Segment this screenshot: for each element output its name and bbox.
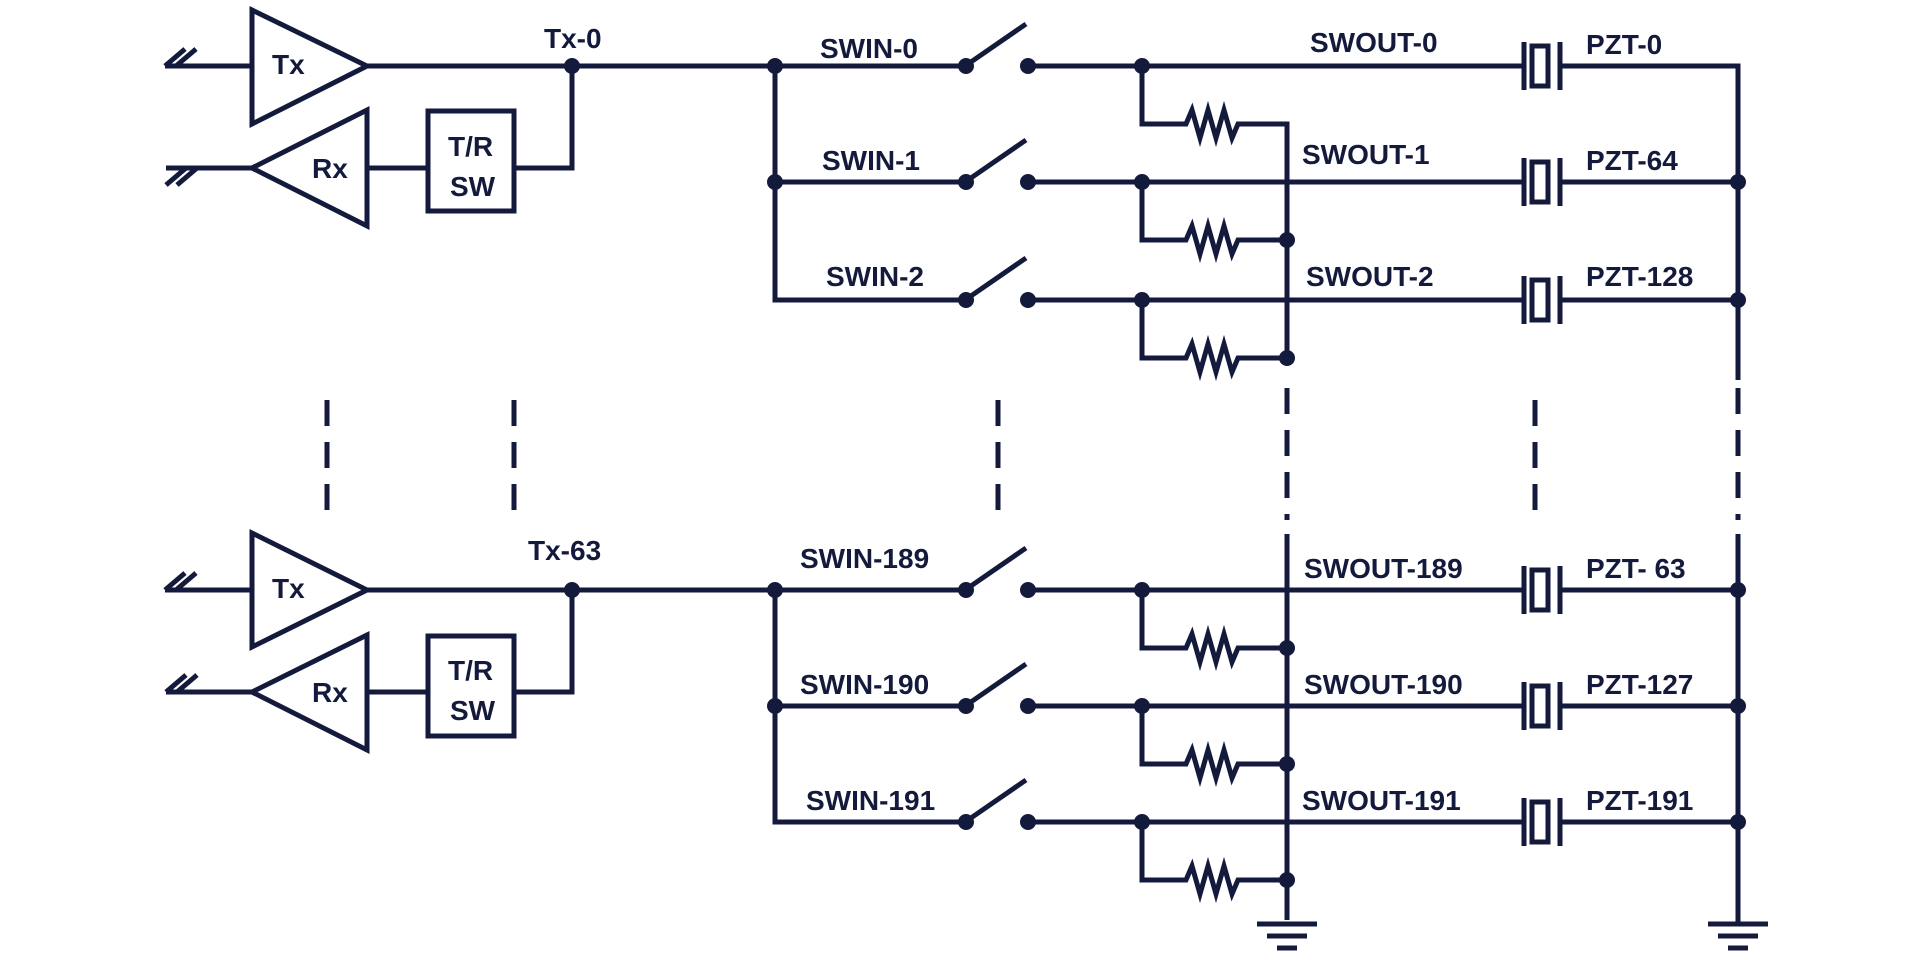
swout-label: SWOUT-190 xyxy=(1304,669,1463,700)
tx-node-label: Tx-63 xyxy=(528,535,601,566)
ground-symbol xyxy=(1257,921,1317,951)
swout-label: SWOUT-1 xyxy=(1302,139,1430,170)
pzt-label: PZT-0 xyxy=(1586,29,1662,60)
tx-label: Tx xyxy=(272,49,305,80)
tr-switch-box xyxy=(425,633,517,739)
tr-switch-label-bottom: SW xyxy=(450,171,496,202)
rx-amplifier xyxy=(246,630,370,755)
tr-switch-label-top: T/R xyxy=(448,655,493,686)
continuation-dashes xyxy=(324,388,1741,520)
swout-label: SWOUT-189 xyxy=(1304,553,1463,584)
tx-label: Tx xyxy=(272,573,305,604)
swin-label: SWIN-189 xyxy=(800,543,929,574)
swin-label: SWIN-1 xyxy=(822,145,920,176)
swout-label: SWOUT-2 xyxy=(1306,261,1434,292)
pzt-label: PZT- 63 xyxy=(1586,553,1686,584)
rx-label: Rx xyxy=(312,153,348,184)
swout-label: SWOUT-0 xyxy=(1310,27,1438,58)
group-1 xyxy=(163,528,1768,951)
tr-switch-label-top: T/R xyxy=(448,131,493,162)
swin-label: SWIN-191 xyxy=(806,785,935,816)
ground-symbol xyxy=(1708,921,1768,951)
tx-amplifier xyxy=(249,6,373,129)
rx-label: Rx xyxy=(312,677,348,708)
swout-label: SWOUT-191 xyxy=(1302,785,1461,816)
tx-node-label: Tx-0 xyxy=(544,23,602,54)
pzt-label: PZT-127 xyxy=(1586,669,1693,700)
pzt-label: PZT-128 xyxy=(1586,261,1693,292)
swin-label: SWIN-0 xyxy=(820,33,918,64)
pzt-label: PZT-191 xyxy=(1586,785,1693,816)
tx-amplifier xyxy=(249,528,373,652)
swin-label: SWIN-2 xyxy=(826,261,924,292)
pzt-label: PZT-64 xyxy=(1586,145,1678,176)
resistors xyxy=(1180,110,1244,894)
swin-label: SWIN-190 xyxy=(800,669,929,700)
tr-switch-box xyxy=(425,108,517,214)
tr-switch-label-bottom: SW xyxy=(450,695,496,726)
group-0 xyxy=(163,6,1741,380)
junction-dots xyxy=(564,58,1746,888)
rx-amplifier xyxy=(246,105,370,231)
